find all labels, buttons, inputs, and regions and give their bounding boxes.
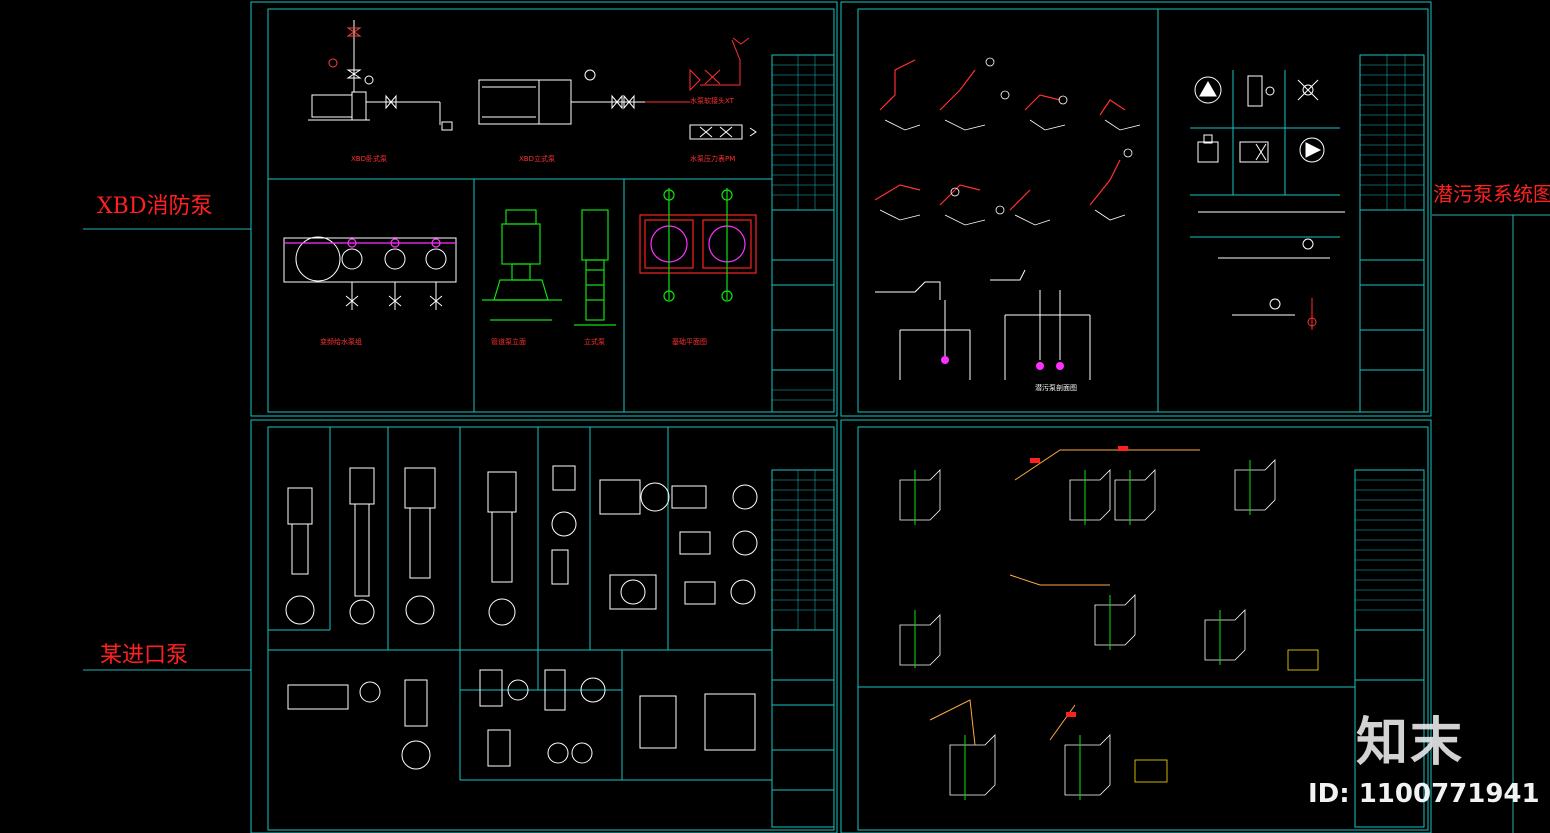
watermark-id: ID: 1100771941 (1308, 779, 1540, 809)
isometric-pipes-orange (929, 449, 1200, 746)
vertical-multistage-pump-drawing (574, 209, 616, 326)
legend-red-symbols (1307, 298, 1317, 330)
xbd-large-pump-drawing (478, 69, 645, 125)
yellow-notes (1134, 649, 1319, 783)
sewage-pump-markers (941, 356, 1064, 370)
label-xbd-fire-pump: XBD消防泵 (97, 194, 213, 219)
isometric-tanks (899, 459, 1276, 796)
soft-connector-drawing (645, 37, 750, 103)
caption-foundation: 基础平面图 (672, 338, 707, 346)
isometric-markers-red (1030, 446, 1128, 717)
sewage-pit-sections (875, 269, 1091, 380)
pressure-gauge-drawing (689, 124, 757, 140)
title-block-lines-3 (772, 470, 834, 630)
title-block-lines-1 (772, 55, 834, 401)
caption-xbd-vertical: XBD立式泵 (519, 155, 555, 163)
xbd-horizontal-pump-drawing (308, 20, 453, 131)
title-block-lines-4 (1355, 479, 1424, 611)
pump-group-plan-drawing (283, 236, 457, 310)
watermark-logo: 知末 (1356, 713, 1465, 773)
sheet-top-right (840, 1, 1432, 417)
caption-xbd-horizontal: XBD卧式泵 (351, 155, 387, 163)
sheet-top-left (250, 1, 838, 417)
caption-pipeline-pump: 管道泵立面 (491, 338, 526, 346)
caption-pressure-gauge: 水泵压力表PM (690, 155, 736, 163)
inlet-pump-elevations (285, 465, 758, 770)
sewage-isometric-pipes (874, 59, 1126, 211)
caption-vertical-multistage: 立式泵 (584, 338, 605, 346)
caption-pump-group: 变频给水泵组 (320, 338, 362, 346)
foundation-plan-drawing (639, 188, 757, 302)
title-block-lines-2 (1360, 55, 1424, 210)
legend-symbols (1194, 75, 1345, 316)
caption-soft-connector: 水泵软接头XT (690, 97, 734, 105)
pump-group-accents (284, 238, 456, 248)
label-inlet-pump: 某进口泵 (100, 643, 189, 668)
caption-sewage-pit: 潜污泵剖面图 (1035, 384, 1077, 392)
label-sewage-pump-system: 潜污泵系统图 (1433, 182, 1550, 206)
sheet-bottom-left (250, 419, 838, 833)
pipeline-pump-drawing (482, 209, 562, 321)
sewage-isometric-white (879, 57, 1141, 226)
leader-lines (83, 214, 1550, 833)
isometric-pipes-green (914, 460, 1251, 800)
sheet-bottom-right (840, 419, 1432, 833)
